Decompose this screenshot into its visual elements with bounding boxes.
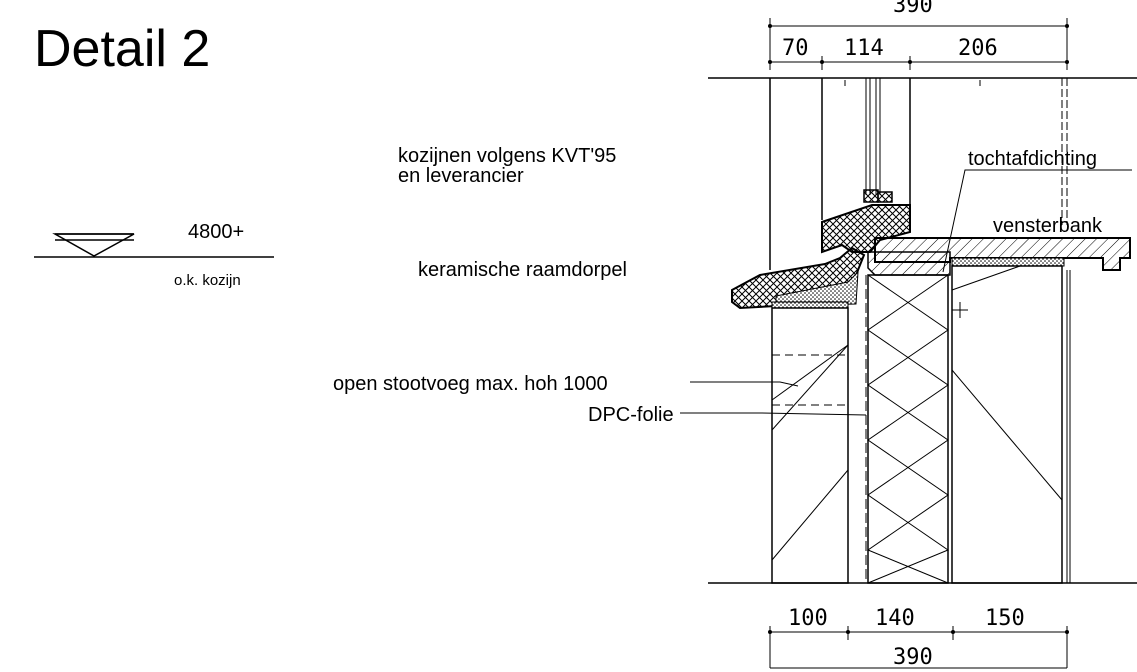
windowboard (867, 237, 1131, 276)
mortar-bed-outer (771, 301, 849, 309)
inner-leaf (951, 265, 1071, 584)
dimensions-bottom: 100 140 150 390 (768, 606, 1069, 670)
dimensions-top: 390 70 114 206 (768, 0, 1069, 70)
dim-top-part-2: 114 (844, 36, 884, 61)
level-value: 4800+ (188, 221, 244, 243)
dim-bottom-part-1: 100 (788, 606, 828, 631)
upper-wall (769, 78, 1068, 270)
label-sill: keramische raamdorpel (418, 259, 627, 281)
level-marker: 4800+ o.k. kozijn (34, 221, 274, 289)
dim-top-part-1: 70 (782, 36, 809, 61)
label-frames-line2: en leverancier (398, 165, 524, 187)
label-frames-line1: kozijnen volgens KVT'95 (398, 145, 616, 167)
dim-bottom-total: 390 (893, 645, 933, 670)
label-joint: open stootvoeg max. hoh 1000 (333, 373, 608, 395)
label-windowboard: vensterbank (993, 215, 1103, 237)
dim-bottom-part-3: 150 (985, 606, 1025, 631)
page-title: Detail 2 (34, 20, 210, 78)
mortar-bed-inner (951, 257, 1065, 267)
level-triangle-icon (52, 233, 135, 257)
outer-brick-leaf (771, 307, 849, 584)
label-draught: tochtafdichting (968, 148, 1097, 170)
level-caption: o.k. kozijn (174, 272, 241, 289)
window-frame-profile (821, 189, 911, 254)
label-dpc: DPC-folie (588, 404, 674, 426)
dim-top-part-3: 206 (958, 36, 998, 61)
ceramic-sill (731, 246, 866, 310)
insulation-layer (866, 274, 950, 584)
dim-bottom-part-2: 140 (875, 606, 915, 631)
dim-top-total: 390 (893, 0, 933, 18)
